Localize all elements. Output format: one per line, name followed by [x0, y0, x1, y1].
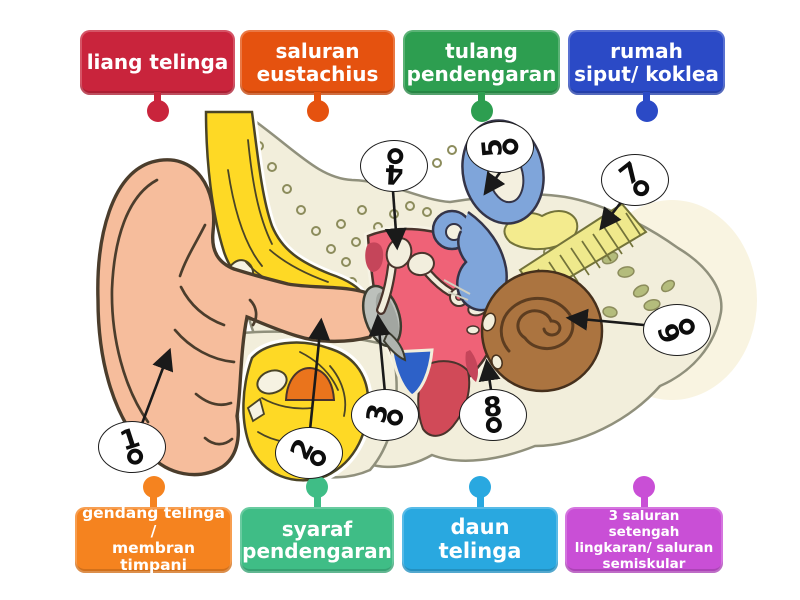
- pinna-and-canal: [96, 158, 378, 477]
- label-box[interactable]: rumah siput/ koklea: [568, 30, 725, 95]
- label-saluran-semiskular[interactable]: 3 saluran setengah lingkaran/ saluran se…: [565, 476, 723, 573]
- pin-ring-icon: [386, 147, 403, 165]
- label-pin-stem: [150, 487, 157, 509]
- pin-marker-5-content: 5: [476, 136, 519, 159]
- pin-marker-5[interactable]: 5: [466, 121, 534, 173]
- label-pin-stem: [313, 487, 321, 509]
- pin-leader-lines: [138, 170, 645, 431]
- orange-bulge: [284, 366, 336, 401]
- eardrum-fold: [382, 330, 407, 362]
- pin-marker-8[interactable]: 8: [459, 389, 527, 441]
- pin-marker-4-content: 4: [383, 147, 405, 190]
- pin-marker-6-content: 6: [652, 315, 698, 347]
- pin-number: 4: [383, 157, 404, 190]
- label-box[interactable]: 3 saluran setengah lingkaran/ saluran se…: [565, 507, 723, 573]
- pin-marker-7[interactable]: 7: [601, 154, 669, 206]
- pin-marker-8-content: 8: [482, 391, 504, 434]
- label-syaraf-pendengaran[interactable]: syaraf pendengaran: [240, 476, 394, 573]
- label-box[interactable]: gendang telinga / membran timpani: [75, 505, 232, 574]
- label-box[interactable]: daun telinga: [402, 507, 558, 573]
- label-box[interactable]: liang telinga: [80, 30, 235, 95]
- label-pin-stem: [640, 487, 648, 509]
- pin-marker-2-content: 2: [284, 434, 330, 470]
- pin-marker-4[interactable]: 4: [360, 140, 428, 192]
- label-box[interactable]: syaraf pendengaran: [240, 507, 394, 573]
- leader-line-6: [565, 308, 645, 331]
- label-box[interactable]: tulang pendengaran: [403, 30, 560, 95]
- leader-line-8: [478, 358, 501, 391]
- pin-number: 5: [476, 136, 509, 159]
- pin-marker-1[interactable]: 1: [98, 421, 166, 473]
- pin-ring-icon: [501, 137, 519, 155]
- pin-marker-1-content: 1: [116, 422, 146, 467]
- leader-line-3: [368, 313, 391, 394]
- leader-line-4: [384, 190, 407, 251]
- label-liang-telinga[interactable]: liang telinga: [80, 30, 235, 122]
- label-pin-dot: [306, 100, 329, 122]
- leader-line-5: [483, 170, 506, 196]
- leader-line-1: [138, 347, 174, 430]
- label-pin-dot: [635, 100, 658, 122]
- pin-ring-icon: [485, 416, 503, 434]
- pin-marker-3[interactable]: 3: [351, 389, 419, 441]
- pin-marker-6[interactable]: 6: [643, 304, 711, 356]
- label-pin-dot: [146, 100, 169, 122]
- blue-wedge: [390, 348, 434, 398]
- label-rumah-siput-koklea[interactable]: rumah siput/ koklea: [568, 30, 725, 122]
- label-gendang-telinga[interactable]: gendang telinga / membran timpani: [75, 476, 232, 574]
- label-pin-dot: [470, 100, 493, 122]
- label-tulang-pendengaran[interactable]: tulang pendengaran: [403, 30, 560, 122]
- label-daun-telinga[interactable]: daun telinga: [402, 476, 558, 573]
- pin-marker-3-content: 3: [360, 401, 405, 428]
- leader-line-7: [599, 200, 624, 231]
- label-box[interactable]: saluran eustachius: [240, 30, 395, 95]
- label-saluran-eustachius[interactable]: saluran eustachius: [240, 30, 395, 122]
- pin-marker-7-content: 7: [613, 156, 653, 200]
- leader-line-2: [308, 317, 331, 431]
- cochlea: [480, 269, 604, 393]
- pin-marker-2[interactable]: 2: [275, 427, 343, 479]
- label-pin-stem: [476, 487, 484, 509]
